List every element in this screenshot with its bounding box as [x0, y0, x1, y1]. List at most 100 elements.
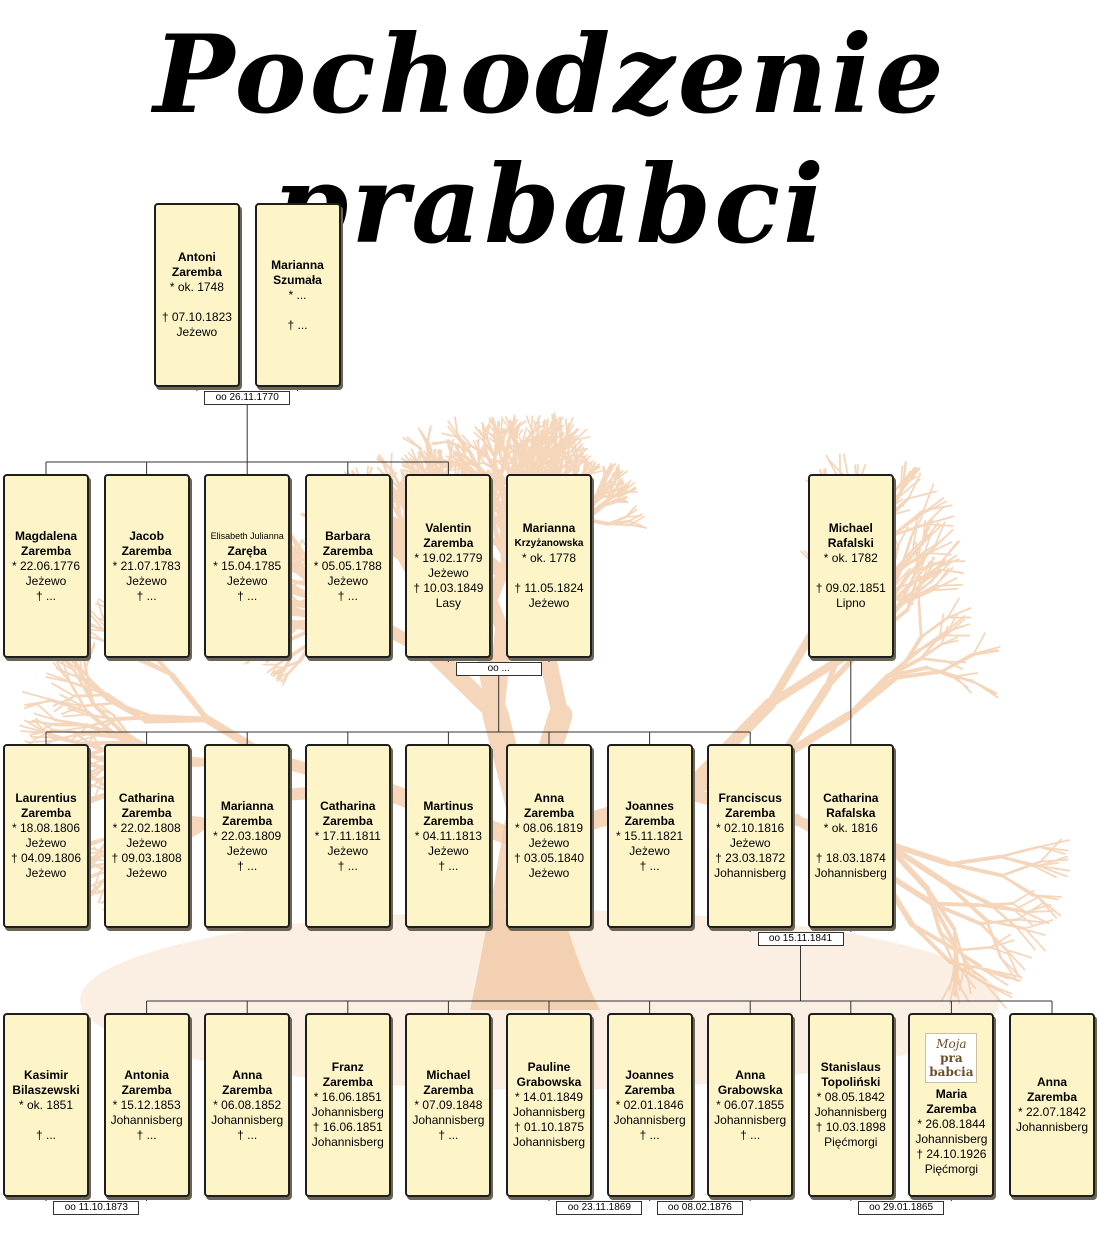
birth-date: * 21.07.1783 [112, 558, 181, 573]
death-date: † ... [639, 1127, 660, 1142]
birth-date: * 26.08.1844 [917, 1117, 986, 1131]
birth-date: * 07.09.1848 [414, 1097, 483, 1112]
birth-place: Jeżewo [126, 836, 167, 850]
birth-date: * 16.06.1851 [313, 1090, 382, 1104]
person-first-name: Maria [935, 1087, 968, 1101]
death-date: † ... [438, 1127, 459, 1142]
death-date: † ... [337, 588, 358, 603]
death-date: † ... [136, 1127, 157, 1142]
death-place: Johannisberg [714, 866, 787, 880]
person-last-name: Zaremba [322, 1075, 373, 1089]
person-last-name: Zaremba [423, 813, 474, 828]
birth-date: * 17.11.1811 [314, 828, 381, 843]
birth-place: Jeżewo [729, 836, 771, 850]
death-date: † 10.03.1898 [815, 1120, 886, 1134]
birth-place: Johannisberg [714, 1112, 787, 1127]
person-last-name: Grabowska [717, 1082, 783, 1097]
person-last-name: Zaremba [121, 1082, 172, 1097]
person-first-name: Catharina [320, 798, 376, 813]
person-last-name: Rafalska [826, 806, 876, 820]
person-first-name: Anna [1037, 1075, 1067, 1089]
person-last-name: Zaremba [423, 536, 474, 550]
birth-place: Johannisberg [814, 1105, 887, 1119]
birth-date: * 08.05.1842 [816, 1090, 885, 1104]
marriage-label: oo 08.02.1876 [656, 1201, 743, 1215]
death-date: † ... [287, 317, 308, 332]
person-first-name: Antonia [124, 1067, 169, 1082]
person-last-name: Zaremba [624, 1082, 675, 1097]
person-first-name: Franz [331, 1060, 364, 1074]
person-last-name: Zaremba [121, 806, 172, 820]
death-place: Jeżewo [126, 866, 167, 880]
death-date: † ... [136, 588, 157, 603]
person-first-name: Anna [232, 1067, 263, 1082]
person-first-name: Marianna [522, 521, 576, 535]
badge-text: pra [940, 1051, 963, 1065]
birth-date: * ... [288, 287, 307, 302]
death-place: Johannisberg [512, 1135, 586, 1149]
death-date: † 04.09.1806 [10, 851, 82, 865]
badge-text: babcia [929, 1065, 974, 1079]
death-date: † ... [35, 588, 56, 603]
marriage-label: oo ... [455, 662, 542, 676]
death-place: Jeżewo [25, 866, 67, 880]
person-first-name: Anna [534, 791, 564, 805]
birth-date: * 05.05.1788 [313, 558, 382, 573]
birth-date: * 18.08.1806 [11, 821, 81, 835]
page-title: Pochodzenie prababci [153, 12, 947, 268]
person-last-name: Grabowska [516, 1075, 582, 1089]
death-date: † ... [639, 858, 660, 873]
death-date: † 10.03.1849 [413, 581, 484, 595]
death-place: Pięćmorgi [824, 1135, 878, 1149]
death-date: † 11.05.1824 [514, 581, 584, 595]
death-date: † ... [237, 588, 258, 603]
birth-place: Johannisberg [412, 1112, 485, 1127]
birth-date: * 08.06.1819 [514, 821, 584, 835]
birth-place: Johannisberg [613, 1112, 686, 1127]
person-last-name: Zaremba [1026, 1090, 1078, 1104]
person-first-name: Franciscus [718, 791, 782, 805]
death-place: Lasy [435, 596, 462, 610]
death-date: † 09.02.1851 [815, 581, 886, 595]
birth-place: Johannisberg [110, 1112, 183, 1127]
person-last-name: Bilaszewski [12, 1082, 80, 1097]
marriage-label: oo 29.01.1865 [858, 1201, 945, 1215]
birth-date: * 22.07.1842 [1017, 1105, 1087, 1119]
birth-place: Johannisberg [211, 1112, 284, 1127]
death-date: † 03.05.1840 [513, 851, 585, 865]
person-last-name: Topoliński [821, 1075, 881, 1089]
death-date: † ... [237, 1127, 258, 1142]
death-date: † ... [438, 858, 459, 873]
person-first-name: Catharina [823, 791, 879, 805]
birth-date: * ok. 1778 [521, 551, 577, 565]
death-date: † 09.03.1808 [111, 851, 182, 865]
person-last-name: Zaremba [322, 813, 373, 828]
death-place: Jeżewo [528, 596, 570, 610]
birth-date: * 22.06.1776 [11, 558, 81, 573]
death-place: Johannisberg [311, 1135, 384, 1149]
badge-text: Moja [936, 1037, 967, 1051]
death-date: † 07.10.1823 [161, 310, 232, 324]
birth-place: Jeżewo [25, 836, 67, 850]
person-last-name: Zaremba [423, 1082, 474, 1097]
birth-date: * 02.01.1846 [615, 1097, 684, 1112]
birth-place: Jeżewo [528, 836, 570, 850]
birth-place: Jeżewo [327, 573, 369, 588]
birth-place: Jeżewo [428, 566, 469, 580]
birth-place: Johannisberg [311, 1105, 384, 1119]
